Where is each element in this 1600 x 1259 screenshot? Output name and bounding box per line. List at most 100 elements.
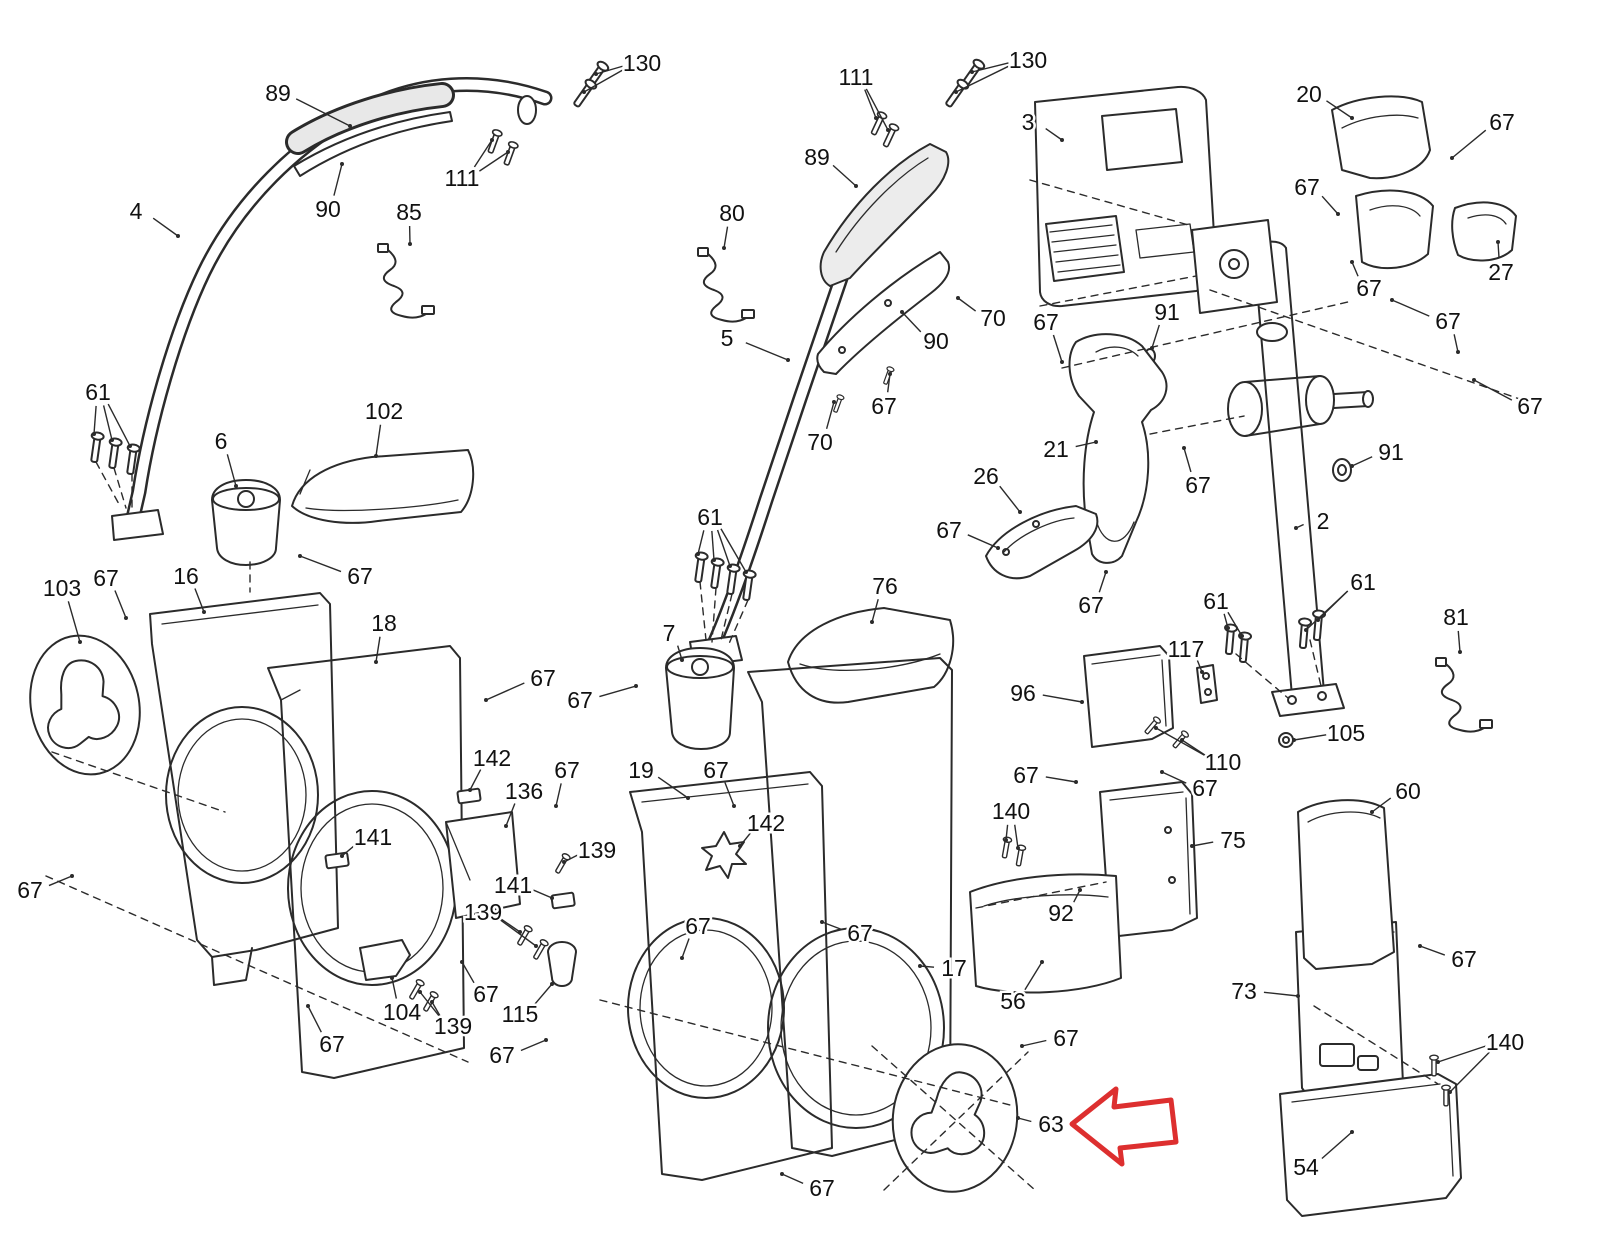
leader-endpoint bbox=[340, 162, 344, 166]
part-label-139: 139 bbox=[464, 899, 502, 925]
leader-endpoint bbox=[686, 796, 690, 800]
part-label-61: 61 bbox=[1203, 588, 1229, 614]
leader-line bbox=[1021, 1039, 1047, 1047]
part-label-85: 85 bbox=[396, 199, 422, 225]
leader-line bbox=[194, 588, 205, 613]
leader-line bbox=[152, 217, 179, 237]
part-label-130: 130 bbox=[1009, 47, 1047, 73]
fastener-cluster-61-middle bbox=[691, 550, 758, 647]
leader-line bbox=[697, 530, 705, 555]
part-85-wire-drawing bbox=[377, 243, 435, 319]
leader-endpoint bbox=[970, 70, 974, 74]
leader-endpoint bbox=[1294, 526, 1298, 530]
leader-line bbox=[485, 682, 525, 701]
leader-endpoint bbox=[832, 400, 836, 404]
leader-endpoint bbox=[544, 1038, 548, 1042]
leader-endpoint bbox=[1150, 346, 1154, 350]
part-label-130: 130 bbox=[623, 50, 661, 76]
leader-line bbox=[720, 528, 747, 573]
leader-line bbox=[1326, 100, 1353, 119]
leader-line bbox=[563, 854, 579, 863]
leader-line bbox=[419, 991, 440, 1017]
part-105-nut-drawing bbox=[1278, 732, 1294, 748]
leader-endpoint bbox=[1016, 1116, 1020, 1120]
leader-line bbox=[865, 88, 889, 131]
leader-line bbox=[1017, 1117, 1032, 1123]
leader-endpoint bbox=[110, 438, 114, 442]
leader-endpoint bbox=[680, 956, 684, 960]
part-label-67: 67 bbox=[1517, 393, 1543, 419]
construction-lines-bottom-middle bbox=[599, 999, 1036, 1191]
part-label-90: 90 bbox=[923, 328, 949, 354]
leader-line bbox=[1161, 771, 1187, 784]
leader-endpoint bbox=[298, 554, 302, 558]
part-54-base-drawing bbox=[1279, 1073, 1462, 1217]
part-label-26: 26 bbox=[973, 463, 999, 489]
part-19-shield-drawing bbox=[627, 771, 833, 1181]
leader-endpoint bbox=[1370, 810, 1374, 814]
leader-endpoint bbox=[1094, 440, 1098, 444]
leader-endpoint bbox=[594, 72, 598, 76]
leader-line bbox=[531, 888, 553, 899]
leader-endpoint bbox=[1496, 240, 1500, 244]
part-label-102: 102 bbox=[365, 398, 403, 424]
leader-endpoint bbox=[202, 610, 206, 614]
leader-endpoint bbox=[728, 564, 732, 568]
leader-line bbox=[461, 961, 475, 984]
leader-endpoint bbox=[680, 658, 684, 662]
part-label-67: 67 bbox=[17, 877, 43, 903]
leader-endpoint bbox=[996, 546, 1000, 550]
part-2-mast-drawing bbox=[1191, 219, 1345, 717]
leader-line bbox=[1005, 824, 1009, 841]
leader-line bbox=[967, 534, 999, 549]
leader-endpoint bbox=[1418, 944, 1422, 948]
part-115-clamp-drawing bbox=[547, 941, 577, 987]
part-label-54: 54 bbox=[1293, 1154, 1319, 1180]
part-label-67: 67 bbox=[473, 981, 499, 1007]
part-label-67: 67 bbox=[567, 687, 593, 713]
highlight-arrow bbox=[1069, 1086, 1179, 1167]
leader-line bbox=[102, 405, 113, 441]
part-label-67: 67 bbox=[685, 913, 711, 939]
leader-endpoint bbox=[534, 944, 538, 948]
part-label-81: 81 bbox=[1443, 604, 1469, 630]
leader-line bbox=[1045, 776, 1077, 783]
leader-line bbox=[1321, 195, 1339, 215]
leader-line bbox=[1457, 630, 1461, 653]
leader-line bbox=[1305, 590, 1349, 631]
leader-line bbox=[1052, 334, 1063, 363]
part-label-61: 61 bbox=[85, 379, 111, 405]
part-label-60: 60 bbox=[1395, 778, 1421, 804]
leader-endpoint bbox=[1180, 738, 1184, 742]
leader-line bbox=[226, 454, 237, 487]
part-20-cover-drawing bbox=[1331, 95, 1431, 180]
leader-endpoint bbox=[1350, 260, 1354, 264]
part-label-115: 115 bbox=[502, 1001, 539, 1027]
leader-line bbox=[520, 1039, 547, 1052]
leader-line bbox=[1155, 727, 1206, 757]
part-label-6: 6 bbox=[215, 428, 228, 454]
leader-endpoint bbox=[374, 454, 378, 458]
part-label-18: 18 bbox=[371, 610, 397, 636]
part-label-7: 7 bbox=[663, 620, 676, 646]
part-label-5: 5 bbox=[721, 325, 734, 351]
part-label-90: 90 bbox=[315, 196, 341, 222]
part-label-139: 139 bbox=[434, 1013, 472, 1039]
leader-line bbox=[677, 645, 683, 661]
leader-line bbox=[1293, 734, 1327, 741]
part-label-89: 89 bbox=[265, 80, 291, 106]
part-label-2: 2 bbox=[1317, 508, 1330, 534]
leader-endpoint bbox=[1436, 1060, 1440, 1064]
leader-line bbox=[1042, 694, 1083, 703]
leader-line bbox=[93, 405, 97, 435]
clamp-cover-drawing bbox=[1355, 189, 1434, 270]
part-label-67: 67 bbox=[809, 1175, 835, 1201]
leader-line bbox=[864, 89, 877, 119]
part-label-21: 21 bbox=[1043, 436, 1069, 462]
part-label-67: 67 bbox=[347, 563, 373, 589]
leader-endpoint bbox=[956, 296, 960, 300]
part-label-91: 91 bbox=[1378, 439, 1404, 465]
leader-line bbox=[555, 783, 562, 807]
part-label-67: 67 bbox=[1053, 1025, 1079, 1051]
